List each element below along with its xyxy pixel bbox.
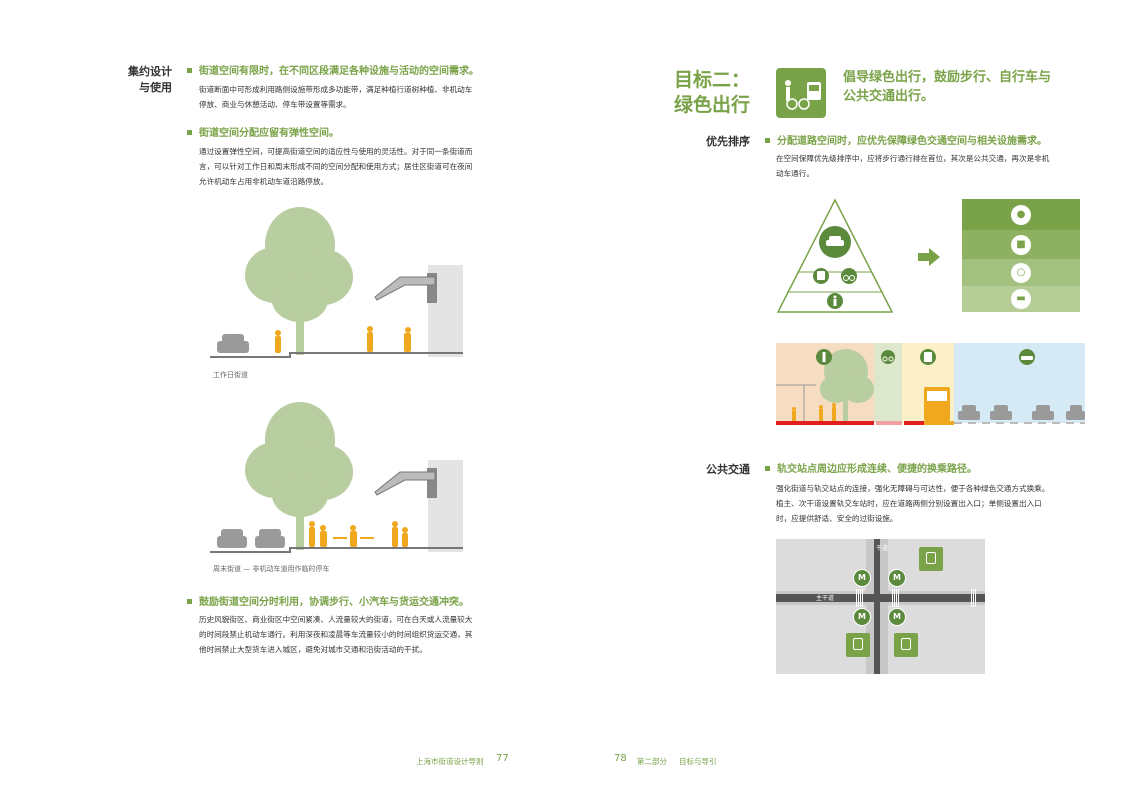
section-body-2: 通过设置弹性空间，可提高街道空间的适应性与使用的灵活性。对于同一条街道而 言，可…	[199, 147, 473, 186]
caption-weekday: 工作日街道	[213, 371, 248, 379]
transit-station-map: 主干道 干道 M M M M	[776, 539, 985, 674]
bus-icon	[813, 268, 829, 284]
bicycle-icon: ○	[1011, 262, 1031, 283]
tree-icon	[245, 402, 353, 550]
section-heading-3: 鼓励街道空间分时利用，协调步行、小汽车与货运交通冲突。	[187, 596, 469, 610]
priority-pyramid-diagram	[776, 198, 894, 313]
bullet-square	[765, 137, 770, 143]
goal-title: 目标二： 绿色出行	[673, 69, 750, 116]
metro-icon: M	[888, 608, 906, 626]
car-icon	[1019, 349, 1035, 365]
priority-heading: 分配道路空间时，应优先保障绿色交通空间与相关设施需求。	[765, 135, 1047, 149]
bus-icon: ■	[1011, 234, 1031, 255]
metro-icon: M	[853, 569, 871, 587]
tree-icon	[820, 349, 874, 421]
bicycle-icon	[841, 268, 857, 284]
bus-stop-icon	[919, 547, 943, 571]
pedestrian-icon	[827, 293, 843, 309]
section-body-1: 街道断面中可形成利用路侧设施带形成多功能带，满足种植行道树种植、非机动车 停放、…	[199, 85, 473, 109]
bus-icon	[920, 349, 936, 365]
car-icon	[217, 334, 249, 353]
bus-icon	[924, 387, 950, 421]
footer-left-page: 77	[496, 753, 509, 764]
pedestrian-icon	[309, 521, 408, 547]
section-heading-2: 街道空间分配应留有弹性空间。	[187, 127, 339, 141]
band-bus: ■	[962, 230, 1080, 260]
green-travel-icon	[785, 80, 821, 110]
priority-bands: ● ■ ○ ▬	[962, 199, 1080, 313]
footer-left-title: 上海市街道设计导则	[416, 757, 484, 766]
car-icon	[958, 405, 1085, 420]
side-label-transit: 公共交通	[706, 463, 750, 476]
building-facade	[374, 460, 463, 552]
map-label-main-road: 主干道	[816, 595, 835, 602]
car-icon	[217, 529, 285, 548]
car-icon: ▬	[1011, 289, 1031, 309]
weekend-street-illustration	[210, 402, 463, 553]
caption-weekend: 周末街道 — 非机动车道用作临时停车	[213, 565, 330, 573]
section-heading-1: 街道空间有限时，在不同区段满足各种设施与活动的空间需求。	[187, 65, 479, 79]
pedestrian-icon	[275, 326, 411, 353]
pedestrian-icon	[792, 403, 836, 421]
pedestrian-icon	[816, 349, 832, 365]
transit-body: 强化街道与轨交站点的连接，强化无障碍与可达性，便于各种绿色交通方式换乘。 植主、…	[776, 484, 1050, 523]
footer-right-part: 第二部分	[637, 757, 667, 766]
band-car: ▬	[962, 286, 1080, 313]
building-facade	[374, 265, 463, 357]
metro-icon: M	[888, 569, 906, 587]
band-pedestrian: ●	[962, 199, 1080, 231]
car-icon	[819, 226, 851, 258]
priority-body: 在空间保障优先级排序中，应将步行通行排在首位，其次是公共交通，再次是非机 动车通…	[776, 154, 1050, 178]
street-priority-section	[776, 343, 1085, 425]
bullet-square	[765, 465, 770, 471]
band-bicycle: ○	[962, 259, 1080, 287]
side-label-design: 集约设计 与使用	[128, 65, 172, 94]
section-body-3: 历史风貌街区、商业街区中空间紧凑、人流量较大的街道，可在白天或人流量较大 的时间…	[199, 615, 473, 654]
metro-icon: M	[853, 608, 871, 626]
goal-icon-box	[776, 68, 826, 118]
bullet-square	[187, 598, 192, 604]
map-label-cross-road: 干道	[876, 545, 889, 552]
bicycle-icon	[881, 350, 895, 364]
bullet-square	[187, 129, 192, 135]
weekday-street-illustration	[210, 207, 463, 358]
tree-icon	[245, 207, 353, 355]
goal-subtitle: 倡导绿色出行，鼓励步行、自行车与 公共交通出行。	[843, 70, 1052, 104]
footer-right-title: 目标与导引	[679, 757, 717, 766]
bus-stop-icon	[894, 633, 918, 657]
side-label-priority: 优先排序	[706, 135, 750, 148]
transit-heading: 轨交站点周边应形成连续、便捷的换乘路径。	[765, 463, 977, 477]
footer-right-page: 78	[614, 753, 627, 764]
map-roads	[776, 539, 985, 674]
arrow-right-icon	[918, 248, 940, 266]
bus-stop-icon	[846, 633, 870, 657]
bullet-square	[187, 67, 192, 73]
pedestrian-icon: ●	[1011, 204, 1031, 225]
